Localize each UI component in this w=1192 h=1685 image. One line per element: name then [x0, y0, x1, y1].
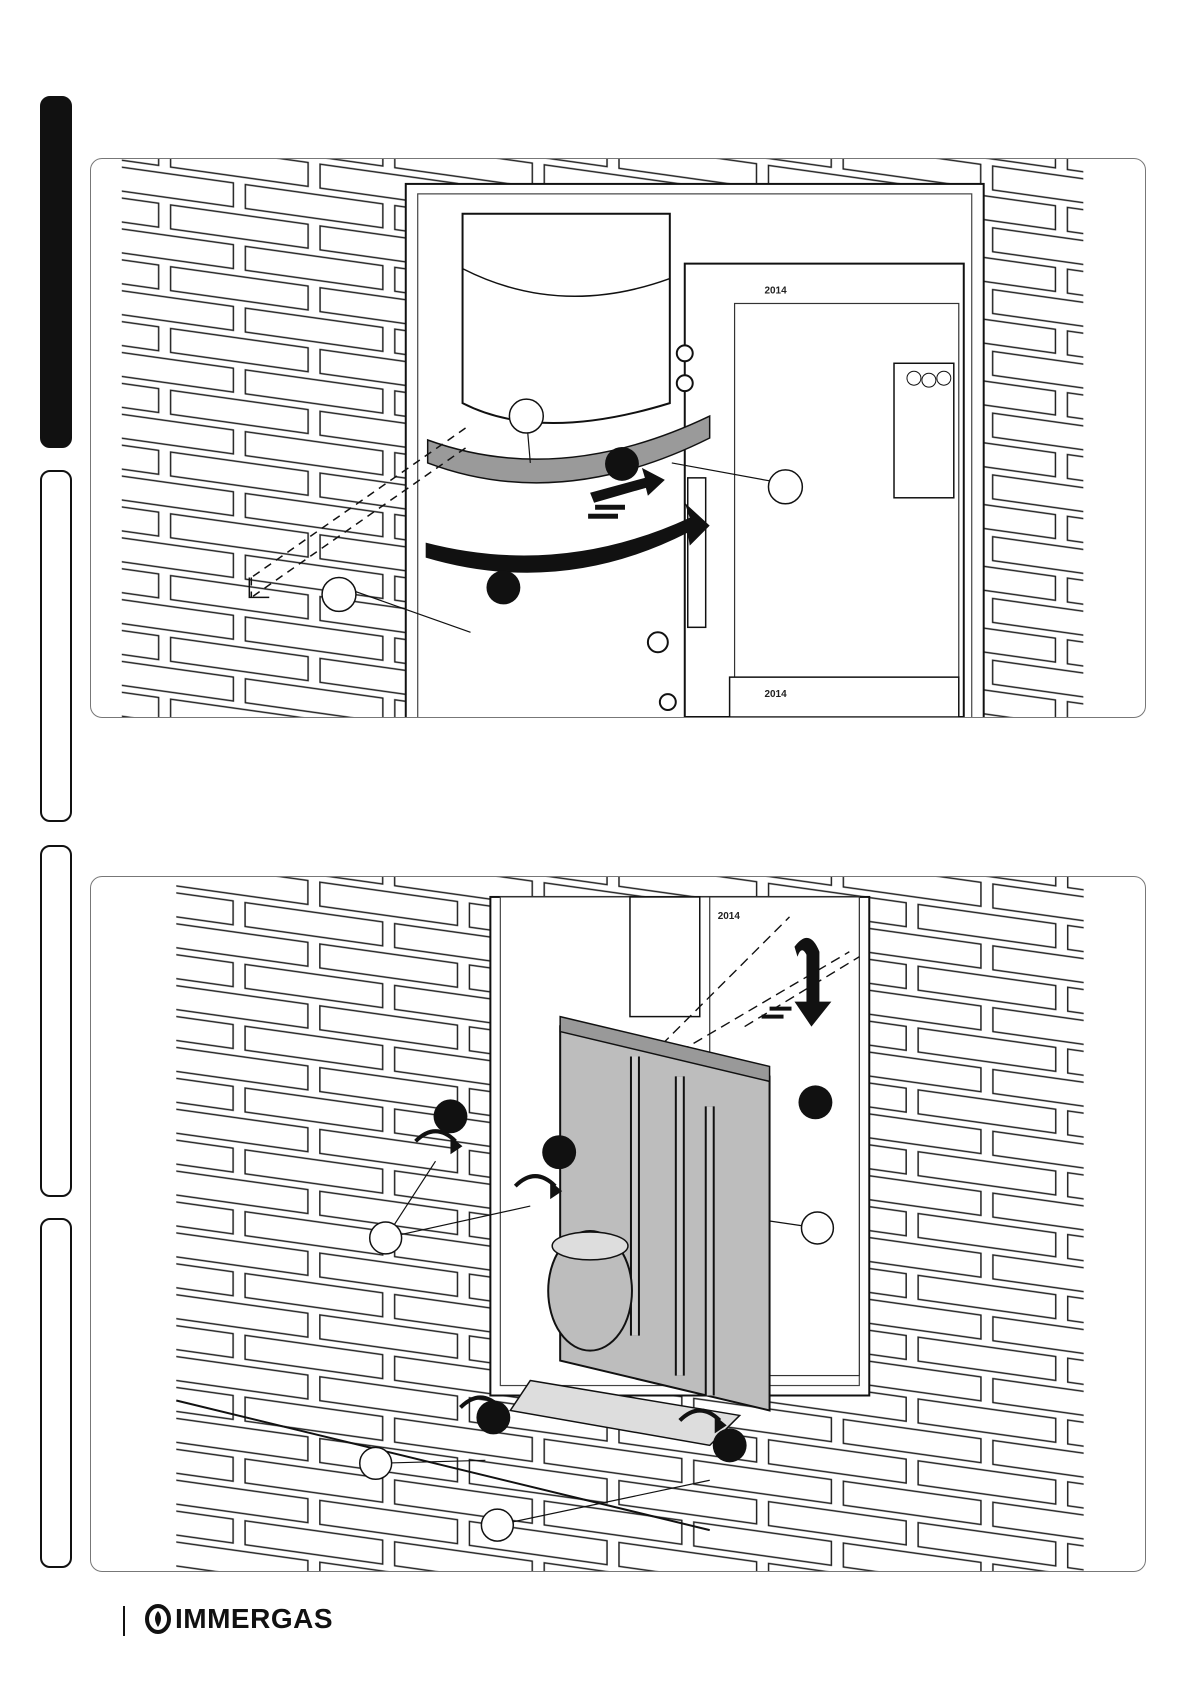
- callout-open-4: [481, 1509, 513, 1541]
- callout-filled-1: [434, 1099, 468, 1133]
- callout-open-1: [509, 399, 543, 433]
- callout-open-2: [801, 1212, 833, 1244]
- callout-filled-1: [605, 447, 639, 481]
- callout-filled-2: [486, 571, 520, 605]
- sidebar-tab-4[interactable]: [40, 1218, 72, 1568]
- module-installation-illustration: 2014: [91, 877, 1145, 1571]
- hydraulic-module: [560, 1027, 769, 1411]
- footer-divider: [123, 1606, 125, 1636]
- callout-filled-2: [542, 1135, 576, 1169]
- callout-open-2: [768, 470, 802, 504]
- warning-label: [894, 363, 954, 498]
- sidebar-tab-1-active[interactable]: [40, 96, 72, 448]
- brand-name: IMMERGAS: [175, 1604, 333, 1634]
- callout-open-3: [322, 578, 356, 612]
- callout-filled-5: [713, 1428, 747, 1462]
- flame-logo-icon: [145, 1604, 171, 1634]
- brand-logo: IMMERGAS: [145, 1604, 333, 1634]
- frame-stamp: 2014: [764, 286, 787, 297]
- figure-strap-removal: 2014 2014: [90, 158, 1146, 718]
- callout-filled-4: [476, 1400, 510, 1434]
- frame-stamp: 2014: [718, 911, 741, 922]
- strap-removal-illustration: 2014 2014: [91, 159, 1145, 717]
- storage-tank: [463, 214, 670, 423]
- sidebar-tab-2[interactable]: [40, 470, 72, 822]
- callout-open-3: [360, 1447, 392, 1479]
- frame-stamp: 2014: [764, 689, 787, 700]
- sidebar-tab-3[interactable]: [40, 845, 72, 1197]
- callout-open-1: [370, 1222, 402, 1254]
- figure-module-installation: 2014: [90, 876, 1146, 1572]
- callout-filled-3: [798, 1085, 832, 1119]
